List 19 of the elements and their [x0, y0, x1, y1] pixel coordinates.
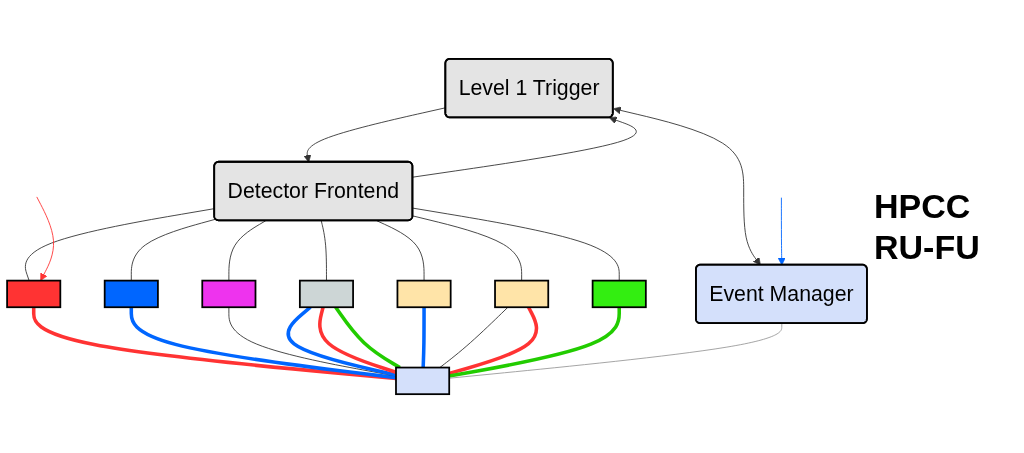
connector	[376, 220, 425, 282]
node-box	[395, 366, 451, 396]
connector	[439, 306, 509, 368]
system-label: HPCC RU-FU	[874, 185, 981, 268]
connector	[228, 220, 267, 282]
connector	[421, 307, 426, 368]
connector	[412, 207, 620, 282]
connector	[334, 306, 401, 370]
node-box	[6, 279, 62, 309]
connector	[412, 215, 523, 282]
node-box	[298, 279, 354, 309]
node-box	[103, 279, 159, 309]
connector	[130, 218, 217, 282]
node-box	[201, 279, 257, 309]
node-box	[396, 279, 452, 309]
connector	[24, 208, 216, 282]
node-box	[591, 279, 647, 309]
connector	[320, 220, 327, 282]
node-box	[494, 279, 550, 309]
